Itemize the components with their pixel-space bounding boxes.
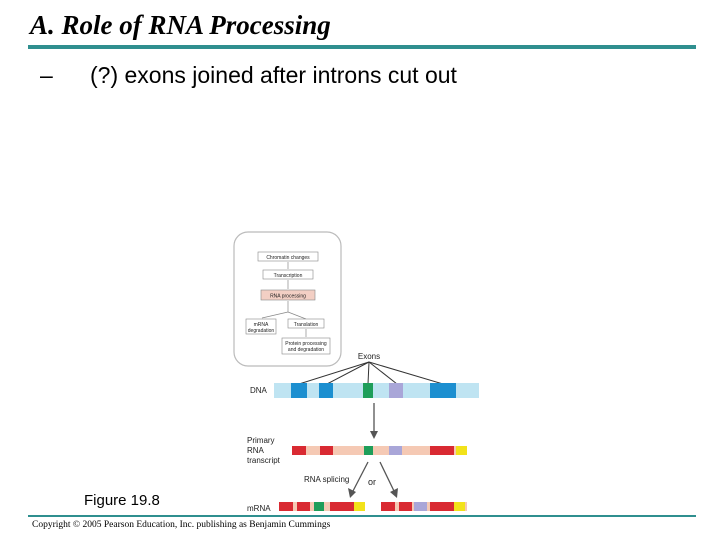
bullet-dash: –: [40, 62, 53, 88]
dna-exon: [319, 383, 333, 398]
splicing-arrow-right: [379, 461, 395, 492]
exon-pointer: [326, 361, 370, 385]
bullet-item: – (?) exons joined after introns cut out: [40, 62, 457, 89]
protein-processing-box: [281, 337, 331, 355]
protein-processing-label-1: Protein processing: [285, 341, 327, 347]
transcript-exon: [456, 446, 467, 455]
exons-label: Exons: [358, 352, 380, 361]
bullet-text: (?) exons joined after introns cut out: [90, 62, 457, 88]
rna-splicing-label: RNA splicing: [304, 475, 349, 484]
mrna-degradation-label-1: mRNA: [254, 322, 269, 328]
primary-transcript-label-2: RNA: [247, 446, 265, 455]
dna-exon: [291, 383, 307, 398]
mrna-exon: [399, 502, 412, 511]
dna-exon: [430, 383, 456, 398]
chromatin-box: [257, 251, 319, 262]
rna-processing-label: RNA processing: [270, 294, 306, 300]
mrna-exon: [414, 502, 427, 511]
mrna-exon: [381, 502, 395, 511]
translation-label: Translation: [294, 322, 319, 328]
mrna-exon: [279, 502, 293, 511]
transcript-exon: [320, 446, 333, 455]
dna-exon: [389, 383, 403, 398]
splicing-arrowhead-left: [348, 488, 356, 498]
splicing-arrowhead-right: [390, 488, 398, 498]
or-label: or: [368, 477, 376, 487]
figure-label: Figure 19.8: [84, 492, 160, 509]
mrna-exon: [314, 502, 324, 511]
transcription-label: Transcription: [274, 273, 303, 279]
mrna-exon: [354, 502, 365, 511]
transcript-exon: [389, 446, 402, 455]
mrna-degradation-label-2: degradation: [248, 328, 275, 334]
exon-pointer: [368, 361, 398, 385]
translation-box: [287, 318, 325, 329]
mrna-label: mRNA: [247, 504, 271, 513]
dna-label: DNA: [250, 386, 268, 395]
exon-pointer: [367, 361, 370, 385]
transcription-arrowhead: [370, 431, 378, 439]
mrna-exon: [297, 502, 310, 511]
rna-processing-box: [260, 289, 316, 301]
transcript-exon: [364, 446, 373, 455]
mrna-exon: [430, 502, 454, 511]
chromatin-label: Chromatin changes: [266, 255, 310, 261]
slide-title: A. Role of RNA Processing: [30, 10, 331, 40]
primary-transcript-label-3: transcript: [247, 456, 281, 465]
footer-divider: [28, 515, 696, 517]
splicing-arrow-left: [352, 461, 369, 492]
primary-transcript-label-1: Primary: [247, 436, 275, 445]
title-divider: [28, 45, 696, 49]
dna-exon: [363, 383, 373, 398]
primary-transcript-bar: [292, 446, 467, 455]
exon-pointer: [368, 361, 444, 385]
pathway-arrow: [261, 311, 289, 319]
transcript-exon: [292, 446, 306, 455]
pathway-arrow: [287, 311, 307, 320]
transcription-box: [262, 269, 314, 280]
protein-processing-label-2: and degradation: [288, 347, 324, 353]
transcript-exon: [430, 446, 454, 455]
copyright-notice: Copyright © 2005 Pearson Education, Inc.…: [32, 520, 331, 530]
mrna-exon: [454, 502, 465, 511]
mrna-degradation-box: [245, 318, 277, 335]
mrna-exon: [330, 502, 354, 511]
exon-pointer: [298, 361, 370, 385]
